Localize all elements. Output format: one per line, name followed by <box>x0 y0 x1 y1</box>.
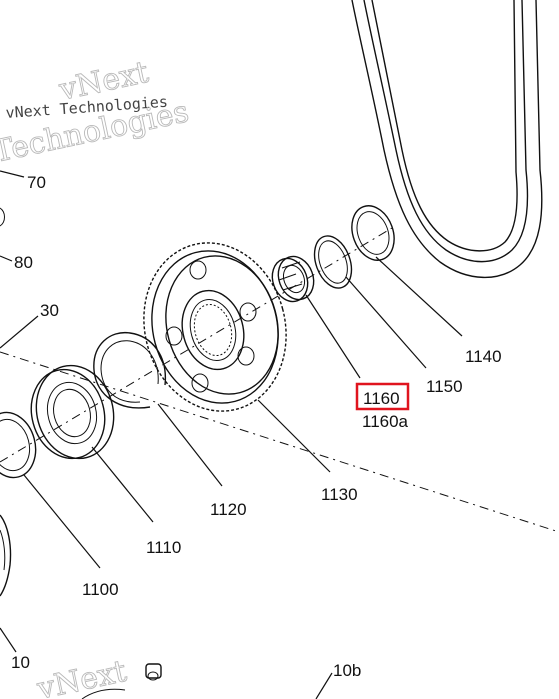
left-edge-parts <box>0 207 12 597</box>
callout-30: 30 <box>40 301 59 320</box>
callout-1100: 1100 <box>82 580 119 599</box>
callout-1110: 1110 <box>146 538 181 557</box>
watermark-bottom: vNext <box>33 654 129 699</box>
part-1140-snap-ring <box>351 205 395 261</box>
callout-10: 10 <box>11 653 30 672</box>
callout-1130: 1130 <box>321 485 358 504</box>
part-1130-gear <box>143 242 287 412</box>
callout-1140: 1140 <box>465 347 502 366</box>
callout-80: 80 <box>14 253 33 272</box>
watermark: vNext vNext Technologies Technologies vN… <box>0 54 192 699</box>
drive-belt <box>351 0 543 279</box>
callout-1160a: 1160a <box>362 412 409 431</box>
callout-1120: 1120 <box>210 500 247 519</box>
part-10b-fastener <box>81 663 162 699</box>
part-1100-ring <box>0 411 37 479</box>
callout-1160: 1160 <box>363 389 400 408</box>
center-axis-diagonal <box>0 227 393 463</box>
callout-70: 70 <box>27 173 46 192</box>
center-axis <box>0 351 559 533</box>
callout-1160-highlight <box>355 382 410 411</box>
part-1110-bearing <box>30 364 115 460</box>
callout-1150: 1150 <box>426 377 463 396</box>
leader-lines <box>0 170 463 699</box>
part-1150-ring <box>313 235 353 289</box>
callout-labels: 70 80 30 1140 1150 1160 1160a 1130 1120 … <box>11 173 502 680</box>
callout-10b: 10b <box>333 661 361 680</box>
part-1120-retaining-ring <box>93 331 167 409</box>
